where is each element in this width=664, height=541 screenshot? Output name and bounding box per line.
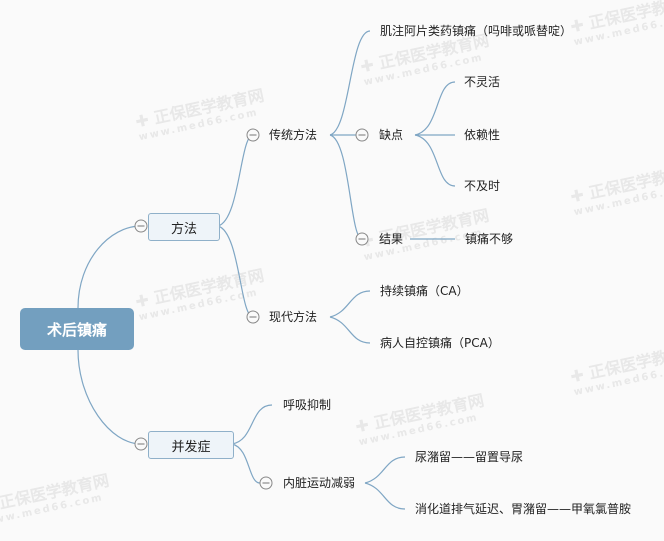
node-methods[interactable]: 方法 [148,213,220,241]
node-modern-item[interactable]: 持续镇痛（CA） [380,284,469,298]
node-visceral-item[interactable]: 尿潴留——留置导尿 [415,450,524,464]
node-result-value[interactable]: 镇痛不够 [465,232,514,246]
root-node[interactable]: 术后镇痛 [20,308,134,350]
collapse-icon[interactable] [246,310,260,324]
node-result[interactable]: 结果 [379,232,404,246]
node-drawback[interactable]: 不灵活 [464,75,501,89]
node-traditional[interactable]: 传统方法 [269,128,318,142]
node-visceral-item[interactable]: 消化道排气延迟、胃潴留——甲氧氯普胺 [415,502,632,516]
node-im-opioid[interactable]: 肌注阿片类药镇痛（吗啡或哌替啶） [380,24,573,38]
node-visceral[interactable]: 内脏运动减弱 [283,476,356,490]
node-drawback[interactable]: 不及时 [464,179,501,193]
collapse-icon[interactable] [355,128,369,142]
collapse-icon[interactable] [134,437,148,451]
root-label: 术后镇痛 [46,320,107,339]
node-respiratory[interactable]: 呼吸抑制 [283,398,332,412]
collapse-icon[interactable] [134,219,148,233]
node-label: 方法 [170,221,197,237]
node-modern-item[interactable]: 病人自控镇痛（PCA） [380,336,500,350]
collapse-icon[interactable] [246,128,260,142]
node-label: 并发症 [171,439,211,455]
node-drawbacks[interactable]: 缺点 [379,128,404,142]
collapse-icon[interactable] [259,476,273,490]
collapse-icon[interactable] [355,232,369,246]
node-drawback[interactable]: 依赖性 [464,128,501,142]
node-complications[interactable]: 并发症 [148,431,234,459]
node-modern[interactable]: 现代方法 [269,310,318,324]
